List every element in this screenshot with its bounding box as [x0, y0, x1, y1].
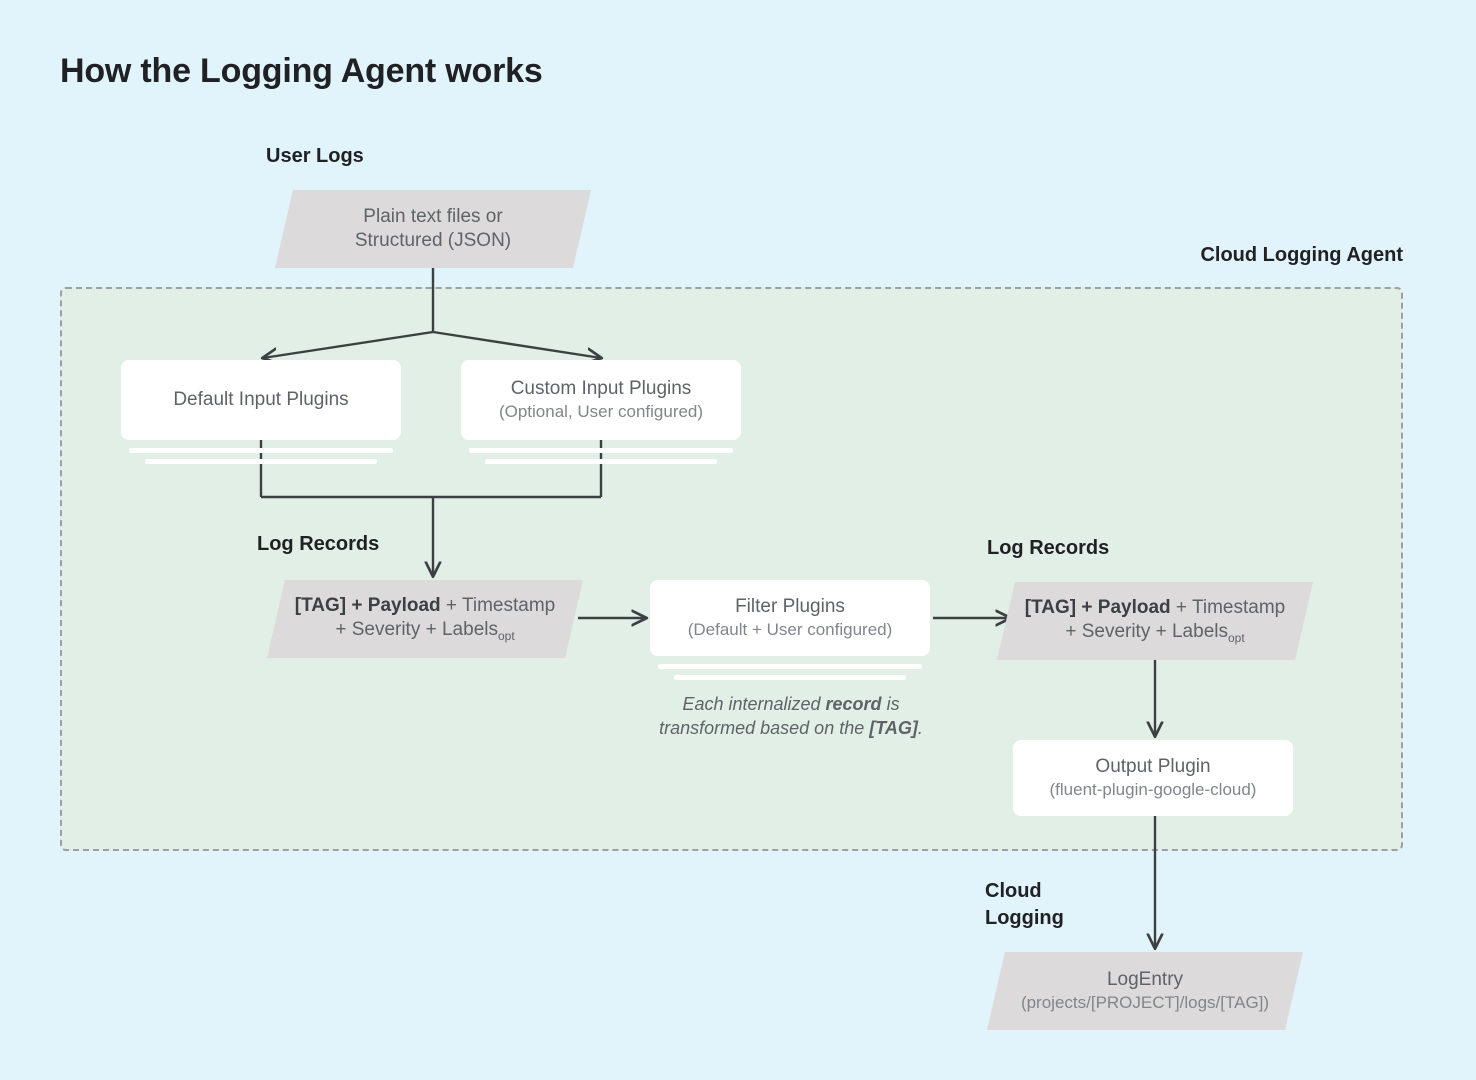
output-plugin-card: Output Plugin (fluent-plugin-google-clou… — [1013, 740, 1293, 816]
page-title: How the Logging Agent works — [60, 52, 543, 90]
label-log-records-left: Log Records — [257, 533, 380, 555]
log-record-left-line2: + Severity + Labels — [335, 619, 498, 641]
node-filter-plugins[interactable]: Filter Plugins (Default + User configure… — [650, 580, 930, 680]
caption-bold-tag: [TAG] — [869, 717, 918, 738]
filter-plugins-title: Filter Plugins — [735, 595, 845, 617]
filter-plugins-subtitle: (Default + User configured) — [687, 620, 893, 640]
filter-plugins-card: Filter Plugins (Default + User configure… — [650, 580, 930, 656]
node-log-entry: LogEntry (projects/[PROJECT]/logs/[TAG]) — [986, 952, 1304, 1030]
custom-input-plugins-title: Custom Input Plugins — [510, 377, 692, 399]
output-plugin-title: Output Plugin — [1095, 755, 1211, 777]
node-default-input-plugins[interactable]: Default Input Plugins — [121, 360, 401, 464]
log-record-right-subscript: opt — [1227, 630, 1245, 645]
log-record-left-subscript: opt — [497, 628, 515, 643]
filter-plugins-caption: Each internalized record is transformed … — [636, 693, 946, 741]
node-user-logs-source: Plain text files or Structured (JSON) — [274, 190, 592, 268]
caption-part-3: . — [917, 717, 923, 738]
card-sheet-2 — [485, 459, 717, 464]
caption-part-2: is transformed based on the — [659, 694, 900, 738]
default-input-plugins-title: Default Input Plugins — [173, 388, 349, 410]
card-sheet-2 — [145, 459, 377, 464]
node-output-plugin[interactable]: Output Plugin (fluent-plugin-google-clou… — [1013, 740, 1293, 816]
log-record-right-rest: + Timestamp — [1170, 596, 1286, 618]
user-logs-line-1: Plain text files or — [363, 205, 503, 227]
log-record-left-rest: + Timestamp — [440, 594, 556, 616]
log-entry-title: LogEntry — [1106, 968, 1184, 990]
label-cloud-logging-agent: Cloud Logging Agent — [1200, 244, 1403, 266]
node-log-record-left: [TAG] + Payload + Timestamp + Severity +… — [266, 580, 584, 658]
label-user-logs: User Logs — [266, 145, 364, 167]
card-sheet-1 — [658, 664, 922, 669]
default-input-plugins-card: Default Input Plugins — [121, 360, 401, 440]
card-sheet-1 — [469, 448, 733, 453]
custom-input-plugins-subtitle: (Optional, User configured) — [498, 402, 704, 422]
user-logs-line-2: Structured (JSON) — [354, 230, 512, 251]
log-entry-subtitle: (projects/[PROJECT]/logs/[TAG]) — [1020, 993, 1270, 1013]
output-plugin-subtitle: (fluent-plugin-google-cloud) — [1049, 780, 1257, 800]
caption-bold-record: record — [825, 694, 882, 714]
node-custom-input-plugins[interactable]: Custom Input Plugins (Optional, User con… — [461, 360, 741, 464]
log-record-right-bold: [TAG] + Payload — [1024, 596, 1171, 618]
card-sheet-2 — [674, 675, 906, 680]
custom-input-plugins-card: Custom Input Plugins (Optional, User con… — [461, 360, 741, 440]
label-cloud-logging: Cloud Logging — [985, 880, 1064, 929]
card-sheet-1 — [129, 448, 393, 453]
log-record-left-bold: [TAG] + Payload — [294, 594, 441, 616]
node-log-record-right: [TAG] + Payload + Timestamp + Severity +… — [996, 582, 1314, 660]
label-log-records-right: Log Records — [987, 537, 1110, 559]
caption-part-1: Each internalized — [682, 694, 826, 714]
log-record-right-line2: + Severity + Labels — [1065, 621, 1228, 643]
